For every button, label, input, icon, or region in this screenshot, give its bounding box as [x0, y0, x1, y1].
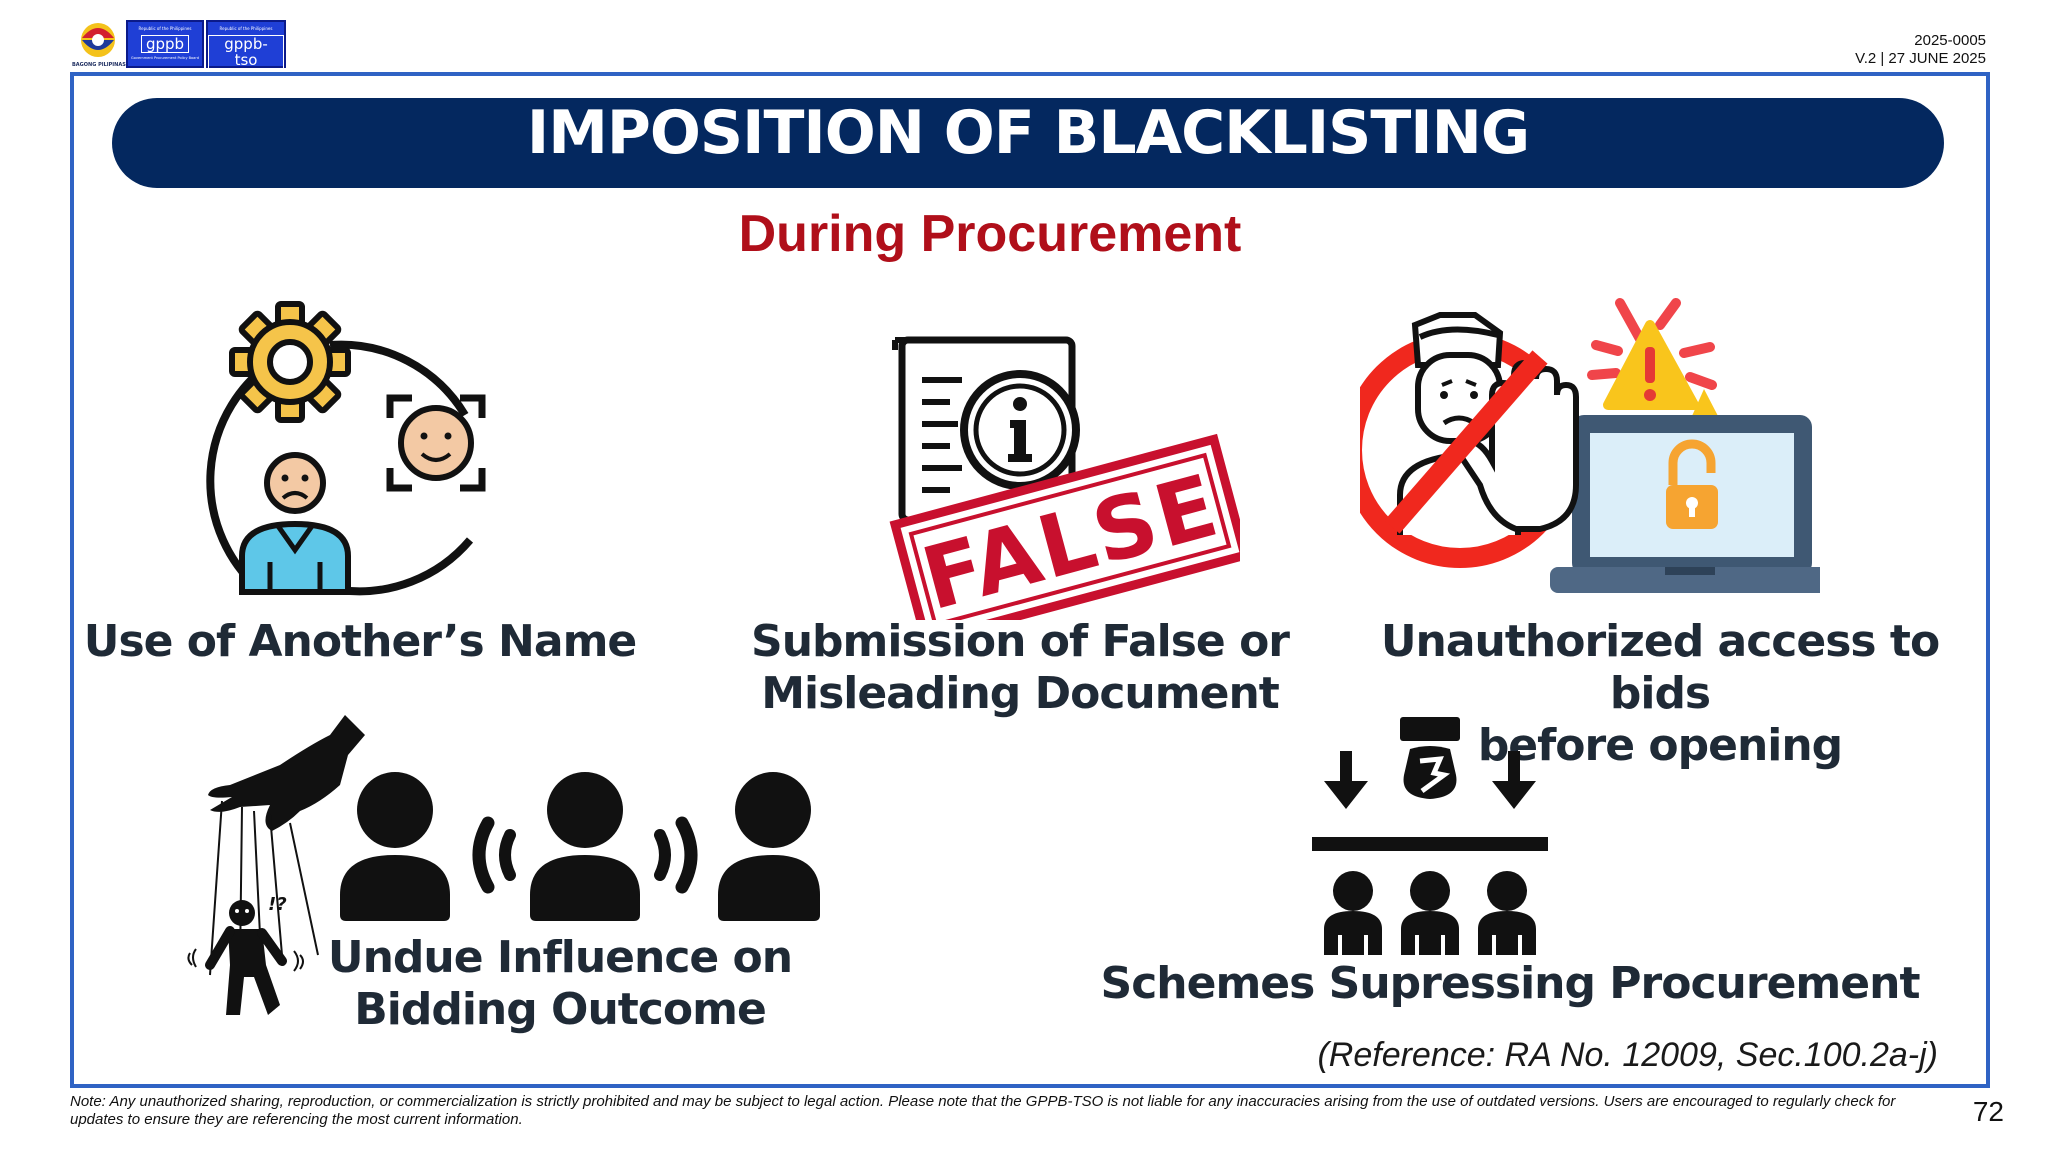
document-code: 2025-0005 V.2 | 27 JUNE 2025	[1855, 32, 1986, 68]
gppb-logo-main: gppb	[140, 35, 190, 53]
title-bar: IMPOSITION OF BLACKLISTING	[112, 98, 1944, 188]
item-3-line-1: Unauthorized access to bids	[1380, 616, 1940, 719]
item-5-line-1: Schemes Supressing Procurement	[1100, 958, 1921, 1009]
item-label-schemes-suppressing: Schemes Supressing Procurement	[1080, 958, 1940, 1010]
item-4-line-2: Bidding Outcome	[354, 984, 767, 1035]
document-number: 2025-0005	[1914, 32, 1986, 49]
page-number: 72	[1972, 1096, 2004, 1127]
gppb-tso-logo: Republic of the Philippines gppb-tso Gov…	[206, 20, 319, 76]
item-1-line-1: Use of Another’s Name	[83, 616, 638, 667]
bagong-pilipinas-logo: BAGONG PILIPINAS	[72, 20, 126, 70]
slide-subtitle: During Procurement	[738, 205, 1242, 263]
document-version: V.2 | 27 JUNE 2025	[1855, 50, 1986, 67]
puppet-influence-icon: !?	[187, 715, 820, 1015]
false-document-icon: FALSE	[889, 336, 1240, 620]
suppression-scheme-icon	[1312, 717, 1548, 955]
seal-caption: BAGONG PILIPINAS	[72, 62, 126, 68]
reference-citation: (Reference: RA No. 12009, Sec.100.2a-j)	[1317, 1036, 1938, 1074]
unauthorized-access-icon	[1360, 298, 1820, 593]
item-label-undue-influence: Undue Influence on Bidding Outcome	[300, 932, 820, 1036]
gppb-logo-sub: Government Procurement Policy Board	[131, 56, 199, 60]
item-label-false-document: Submission of False or Misleading Docume…	[740, 616, 1300, 720]
item-2-line-1: Submission of False or	[751, 616, 1290, 667]
gppb-logo: Republic of the Philippines gppb Governm…	[126, 20, 204, 68]
footer-disclaimer: Note: Any unauthorized sharing, reproduc…	[70, 1093, 1896, 1128]
gppb-logo-top: Republic of the Philippines	[138, 26, 192, 31]
seal-icon	[81, 23, 115, 57]
puppet-exclaim-text: !?	[268, 894, 287, 915]
item-2-line-2: Misleading Document	[761, 668, 1280, 719]
tso-logo-main: gppb-tso	[208, 35, 284, 69]
item-3-line-2: before opening	[1477, 720, 1843, 771]
item-label-use-of-another-name: Use of Another’s Name	[60, 616, 660, 668]
slide-title: IMPOSITION OF BLACKLISTING	[526, 98, 1530, 168]
tso-logo-top: Republic of the Philippines	[219, 26, 273, 31]
slide-frame	[70, 72, 1990, 1088]
identity-swap-icon	[206, 301, 486, 596]
item-4-line-1: Undue Influence on	[327, 932, 793, 983]
item-label-unauthorized-access: Unauthorized access to bids before openi…	[1330, 616, 1990, 772]
